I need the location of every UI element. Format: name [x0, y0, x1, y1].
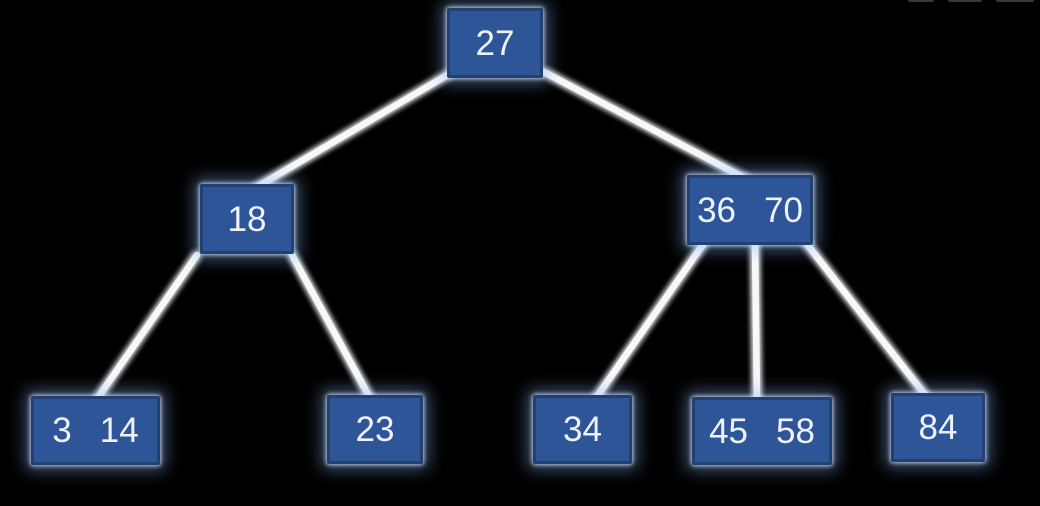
tree-edge-n36-70-n45-58 — [751, 239, 761, 405]
tree-node-45-58: 45 58 — [692, 397, 832, 465]
tree-node-3-14: 3 14 — [31, 396, 160, 465]
node-key: 36 — [697, 190, 736, 230]
tree-node-18: 18 — [200, 184, 294, 254]
tree-node-34: 34 — [533, 395, 632, 464]
tree-edge-root-n36-70 — [540, 68, 752, 184]
node-key: 45 — [709, 411, 748, 451]
tree-edge-n36-70-n84 — [802, 239, 930, 400]
tree-node-84: 84 — [891, 393, 985, 462]
node-key: 34 — [563, 410, 602, 449]
node-key: 70 — [764, 190, 803, 230]
node-key: 58 — [776, 411, 815, 451]
cropped-text-speck — [948, 0, 982, 2]
tree-edge-root-n18 — [253, 70, 453, 191]
node-key: 27 — [475, 23, 515, 63]
tree-node-23: 23 — [327, 395, 423, 464]
node-key: 3 — [52, 411, 72, 450]
cropped-text-speck — [996, 0, 1034, 2]
tree-node-36-70: 36 70 — [687, 175, 813, 245]
node-key: 23 — [355, 410, 395, 449]
tree-edge-n18-n23 — [288, 251, 374, 402]
node-key: 84 — [918, 408, 958, 447]
tree-edge-n18-n3-14 — [93, 251, 201, 403]
node-key: 14 — [99, 411, 139, 450]
cropped-text-speck — [908, 0, 934, 2]
node-key: 18 — [227, 199, 267, 239]
tree-node-27: 27 — [447, 8, 543, 78]
tree-edge-n36-70-n34 — [592, 239, 708, 402]
